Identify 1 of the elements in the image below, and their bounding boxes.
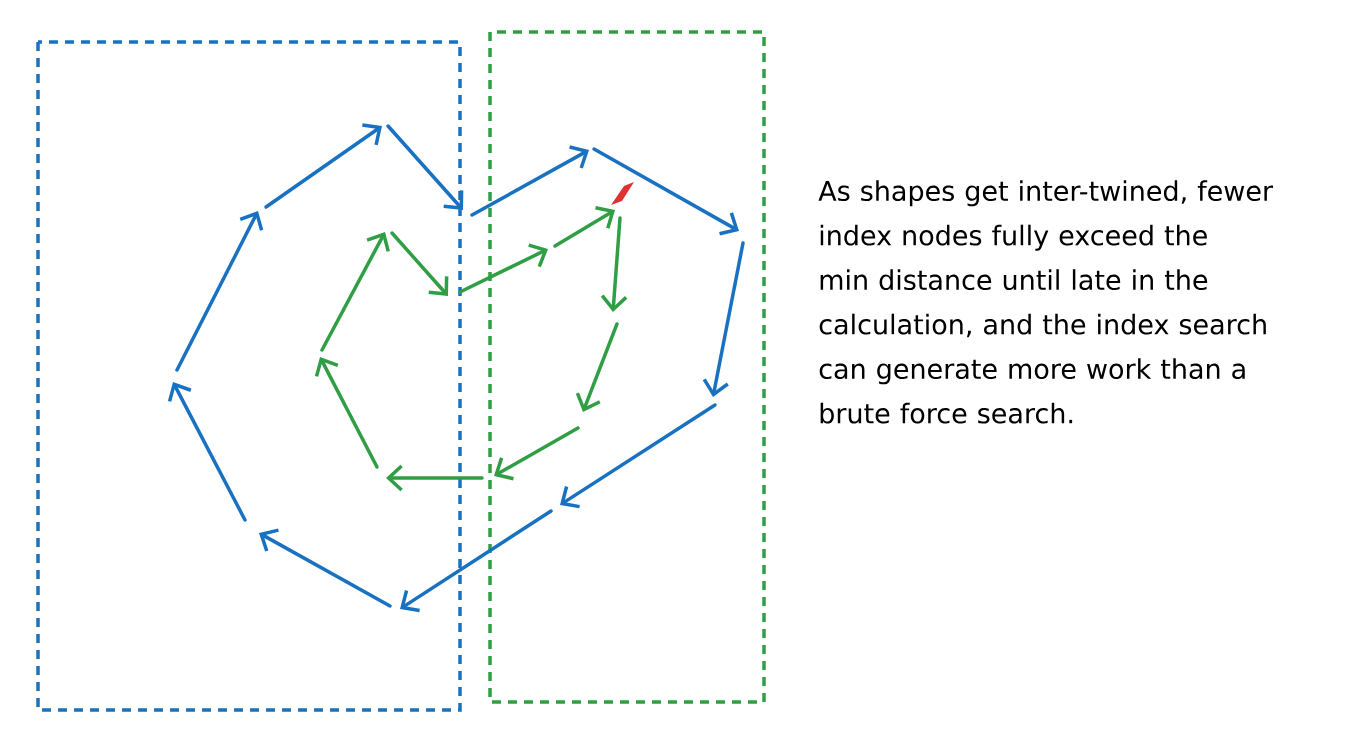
note-text: As shapes get inter-twined, fewer index nodes fully exceed the min distance until late in the calculation, and the index search can generate more work than a brute force search. bbox=[818, 180, 1274, 424]
